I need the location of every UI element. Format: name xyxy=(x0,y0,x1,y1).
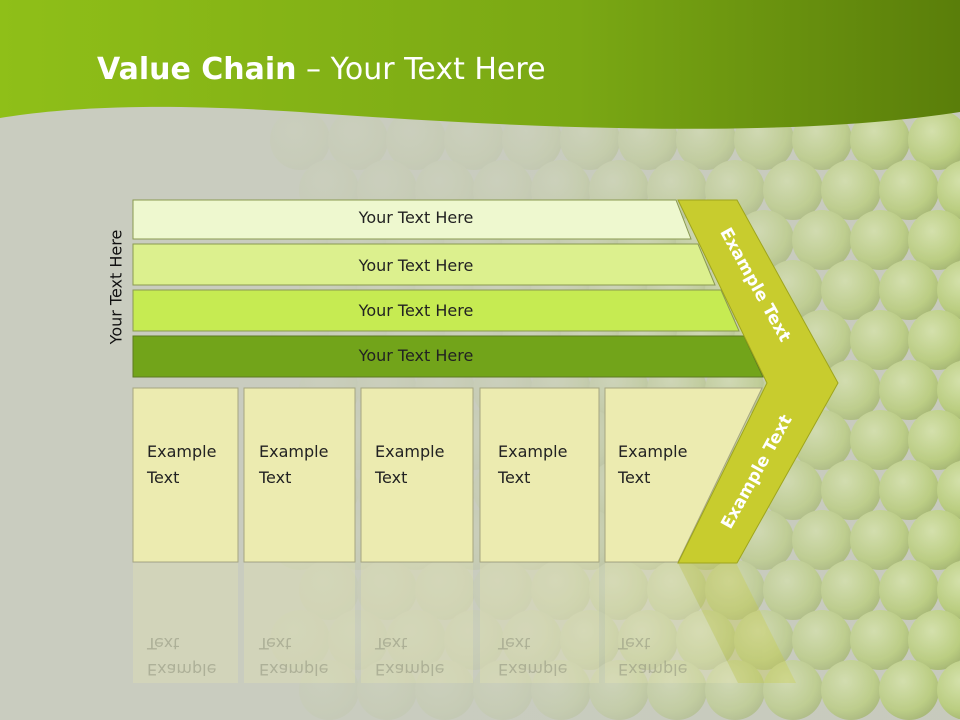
column-1 xyxy=(132,387,239,563)
column-text-1-line2: Text xyxy=(147,468,180,487)
bar-label-1: Your Text Here xyxy=(358,208,474,227)
bar-4 xyxy=(132,335,764,378)
bar-1 xyxy=(132,199,692,240)
bar-3 xyxy=(132,289,740,332)
column-text-2: Example Text xyxy=(259,439,328,491)
title-bold: Value Chain xyxy=(97,52,297,87)
bar-label-3: Your Text Here xyxy=(358,301,474,320)
slide-title: Value Chain – Your Text Here xyxy=(97,52,546,87)
chevron-reflection xyxy=(678,563,796,683)
column-text-4: Example Text xyxy=(498,439,567,491)
column-text-1-line1: Example xyxy=(147,442,217,461)
column-reflection-4 xyxy=(480,563,599,683)
chevron-arrow xyxy=(677,199,839,564)
column-text-5-line2: Text xyxy=(618,468,651,487)
column-text-5-line1: Example xyxy=(618,442,688,461)
column-reflection-3 xyxy=(361,563,473,683)
column-text-3-line2: Text xyxy=(375,468,408,487)
title-rest: – Your Text Here xyxy=(296,52,546,87)
bar-label-4: Your Text Here xyxy=(358,346,474,365)
column-4 xyxy=(479,387,600,563)
column-reflection-1 xyxy=(133,563,238,683)
column-text-2-line2: Text xyxy=(259,468,292,487)
column-2 xyxy=(243,387,356,563)
column-reflection-5 xyxy=(605,563,738,683)
column-reflection-2 xyxy=(244,563,355,683)
column-3 xyxy=(360,387,474,563)
bar-2 xyxy=(132,243,716,286)
column-text-4-line2: Text xyxy=(498,468,531,487)
column-text-3: Example Text xyxy=(375,439,444,491)
column-text-2-line1: Example xyxy=(259,442,329,461)
column-text-5: Example Text xyxy=(618,439,687,491)
column-text-1: Example Text xyxy=(147,439,216,491)
column-text-4-line1: Example xyxy=(498,442,568,461)
column-text-3-line1: Example xyxy=(375,442,445,461)
bar-label-2: Your Text Here xyxy=(358,256,474,275)
header-band xyxy=(0,0,960,129)
